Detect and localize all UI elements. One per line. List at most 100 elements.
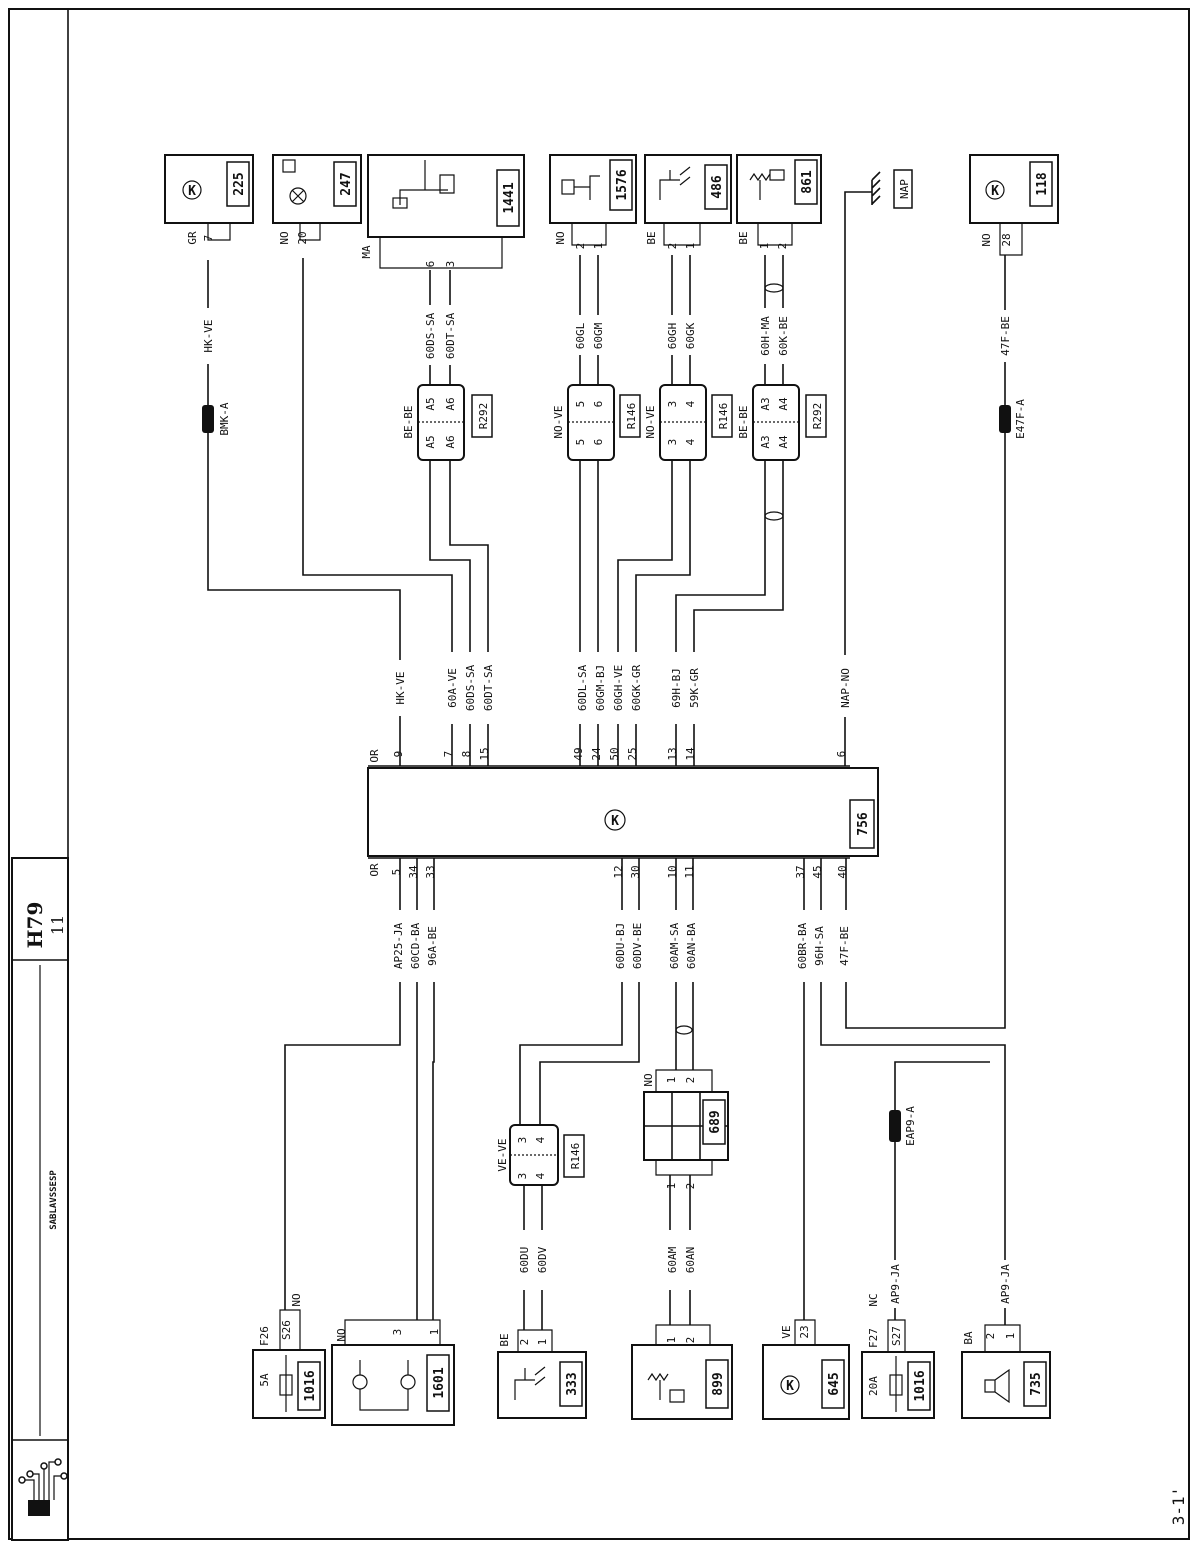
svg-text:K: K xyxy=(188,184,196,199)
label-wires_top_lower-0: HK-VE xyxy=(394,671,407,704)
label-top_components-0-color: GR xyxy=(186,231,199,245)
label-wires_bottom-8: 96H-SA xyxy=(813,926,826,966)
label-connectors_top-3-pins_b-0: A3 xyxy=(759,397,772,410)
label-component_689-pins_bottom-0: 1 xyxy=(665,1183,678,1190)
label-wires_top_lower-10: NAP-NO xyxy=(839,668,852,708)
ecu-756[interactable]: K 756 OR OR xyxy=(367,749,879,877)
label-top_components-2-pins-0: 6 xyxy=(424,261,437,268)
connector-r146-bottom[interactable]: R146 VE-VE 3 4 3 4 60DU 60DV xyxy=(496,1124,585,1290)
label-bottom_components-2-pins-1: 1 xyxy=(536,1339,549,1346)
component-333[interactable]: 333 BE 2 1 xyxy=(497,1329,587,1419)
label-connectors_top-1-id: R146 xyxy=(625,403,638,430)
label-component_689-color: NO xyxy=(642,1073,655,1086)
component-1016-f27[interactable]: 1016 20A F27 S27 NC xyxy=(861,1293,935,1419)
label-wires_top_upper-7: 60H-MA xyxy=(759,316,772,356)
label-bottom_components-1-pins-1: 1 xyxy=(428,1329,441,1336)
component-735[interactable]: 735 BA 2 1 xyxy=(961,1324,1051,1419)
label-bottom_components-6-pins-1: 1 xyxy=(1004,1333,1017,1340)
label-ecu-top_pins-7: 25 xyxy=(626,747,639,760)
label-ecu-top_pins-10: 6 xyxy=(835,751,848,758)
label-top_components-4-pins-0: 2 xyxy=(666,243,679,250)
label-bottom_components-2-pins-0: 2 xyxy=(518,1339,531,1346)
component-225[interactable]: K 225 GR 7 xyxy=(164,154,254,245)
wire-labels-top-upper: HK-VE 60DS-SA 60DT-SA 60GL 60GM 60GH 60G… xyxy=(202,305,1027,439)
label-wires_bottom-5: 60AM-SA xyxy=(668,922,681,969)
label-inline_connectors-2: EAP9-A xyxy=(904,1106,917,1146)
label-component_689-pins_top-0: 1 xyxy=(665,1077,678,1084)
label-wires_top_upper-8: 60K-BE xyxy=(777,316,790,356)
label-bottom_components-0-id: 1016 xyxy=(303,1370,318,1401)
label-wires_bottom-7: 60BR-BA xyxy=(796,922,809,969)
label-connectors_top-3-pins_b-1: A4 xyxy=(777,397,790,411)
label-wires_top_upper-3: 60GL xyxy=(574,322,587,349)
label-bottom_components-2-color: BE xyxy=(498,1333,511,1346)
component-1601[interactable]: 1601 NO 3 1 xyxy=(331,1319,455,1426)
label-bottom_components-0-fuse: F26 xyxy=(258,1326,271,1346)
component-645[interactable]: K 645 VE 23 xyxy=(762,1319,850,1420)
component-1016-f26[interactable]: 1016 5A F26 S26 NO xyxy=(252,1293,326,1419)
label-wires_top_lower-9: 59K-GR xyxy=(688,668,701,708)
label-connectors_top-2-colors: NO-VE xyxy=(644,405,657,438)
label-bottom_components-5-fuse: F27 xyxy=(867,1328,880,1348)
label-top_components-7-pins-0: 28 xyxy=(1000,233,1013,246)
label-wires_bottom-3: 60DU-BJ xyxy=(614,923,627,969)
ecu-bottom-prefix: OR xyxy=(368,863,381,877)
label-wires_bottom-2: 96A-BE xyxy=(426,926,439,966)
connector-r292-a[interactable]: R292 BE-BE A5 A6 A5 A6 xyxy=(402,384,493,461)
label-wires_top_upper-4: 60GM xyxy=(592,322,605,349)
label-connectors_top-2-pins_b-0: 3 xyxy=(666,401,679,408)
label-wires_top_upper-6: 60GK xyxy=(684,322,697,349)
label-connectors_top-3-pins_a-1: A4 xyxy=(777,435,790,449)
component-486[interactable]: 486 BE 2 1 xyxy=(644,154,732,250)
label-top_components-1-pins-0: 20 xyxy=(296,231,309,244)
label-top_components-3-id: 1576 xyxy=(615,169,630,200)
label-ecu-top_pins-4: 49 xyxy=(572,747,585,760)
label-connectors_top-2-pins_a-1: 4 xyxy=(684,438,697,445)
label-inline_connectors-0: BMK-A xyxy=(218,402,231,435)
label-wires_top_lower-6: 60GH-VE xyxy=(612,665,625,711)
component-118[interactable]: K 118 NO 28 xyxy=(969,154,1059,256)
connector-r146-a[interactable]: R146 NO-VE 5 6 5 6 xyxy=(552,384,641,461)
label-wires_top_lower-1: 60A-VE xyxy=(446,668,459,708)
component-247[interactable]: 247 NO 20 xyxy=(272,154,362,245)
label-ecu-top_pins-1: 7 xyxy=(442,751,455,758)
label-bottom_components-0-pins-0: S26 xyxy=(280,1320,293,1340)
label-connector_bottom-wires-0: 60DU xyxy=(518,1247,531,1274)
wire-labels-bottom: AP25-JA 60CD-BA 96A-BE 60DU-BJ 60DV-BE 6… xyxy=(392,910,917,1146)
label-ecu-bottom_pins-0: 5 xyxy=(390,869,403,876)
component-861[interactable]: 861 BE 1 2 xyxy=(736,154,822,249)
label-bottom_components-1-color: NO xyxy=(335,1328,348,1341)
label-top_components-2-pins-1: 3 xyxy=(444,261,457,268)
label-bottom_components-6-id: 735 xyxy=(1029,1372,1044,1395)
label-bottom_components-4-pins-0: 23 xyxy=(798,1325,811,1338)
title-name: SABLAVSSESP xyxy=(49,1170,59,1230)
label-bottom_components-6-color: BA xyxy=(962,1331,975,1345)
label-top_components-7-color: NO xyxy=(980,233,993,246)
label-bottom_components-4-id: 645 xyxy=(827,1372,842,1395)
label-top_components-2-id: 1441 xyxy=(502,182,517,213)
ecu-top-prefix: OR xyxy=(368,749,381,763)
label-ecu-bottom_pins-2: 33 xyxy=(424,865,437,878)
page-ref: 3-1' xyxy=(1169,1487,1188,1526)
component-1441[interactable]: 1441 MA 6 3 xyxy=(360,154,525,269)
label-connectors_top-2-id: R146 xyxy=(717,403,730,430)
component-899[interactable]: 899 1 2 xyxy=(631,1324,733,1420)
label-ecu-top_pins-0: 9 xyxy=(392,751,405,758)
label-component_689-pins_top-1: 2 xyxy=(684,1077,697,1084)
label-connectors_top-1-pins_a-0: 5 xyxy=(574,439,587,446)
component-689[interactable]: 689 NO 1 2 1 2 xyxy=(642,1069,729,1190)
label-top_components-5-id: 861 xyxy=(800,170,815,194)
component-1576[interactable]: 1576 NO 2 1 xyxy=(549,154,637,249)
title-sheet: 11 xyxy=(48,915,67,935)
label-wires_bottom-1: 60CD-BA xyxy=(409,922,422,969)
label-bottom_components-3-pins-0: 1 xyxy=(665,1337,678,1344)
connector-r146-b[interactable]: R146 NO-VE 3 4 3 4 xyxy=(644,384,733,461)
connector-r292-b[interactable]: R292 BE-BE A3 A4 A3 A4 xyxy=(737,384,827,461)
label-bottom_components-4-color: VE xyxy=(780,1325,793,1338)
inline-connector-eap9 xyxy=(889,1110,901,1142)
label-connector_bottom-id: R146 xyxy=(569,1143,582,1170)
label-top_components-3-color: NO xyxy=(554,231,567,244)
label-wires_bottom-6: 60AN-BA xyxy=(685,922,698,969)
label-ecu-top_pins-3: 15 xyxy=(478,747,491,760)
inline-connector-bmk xyxy=(202,405,214,433)
